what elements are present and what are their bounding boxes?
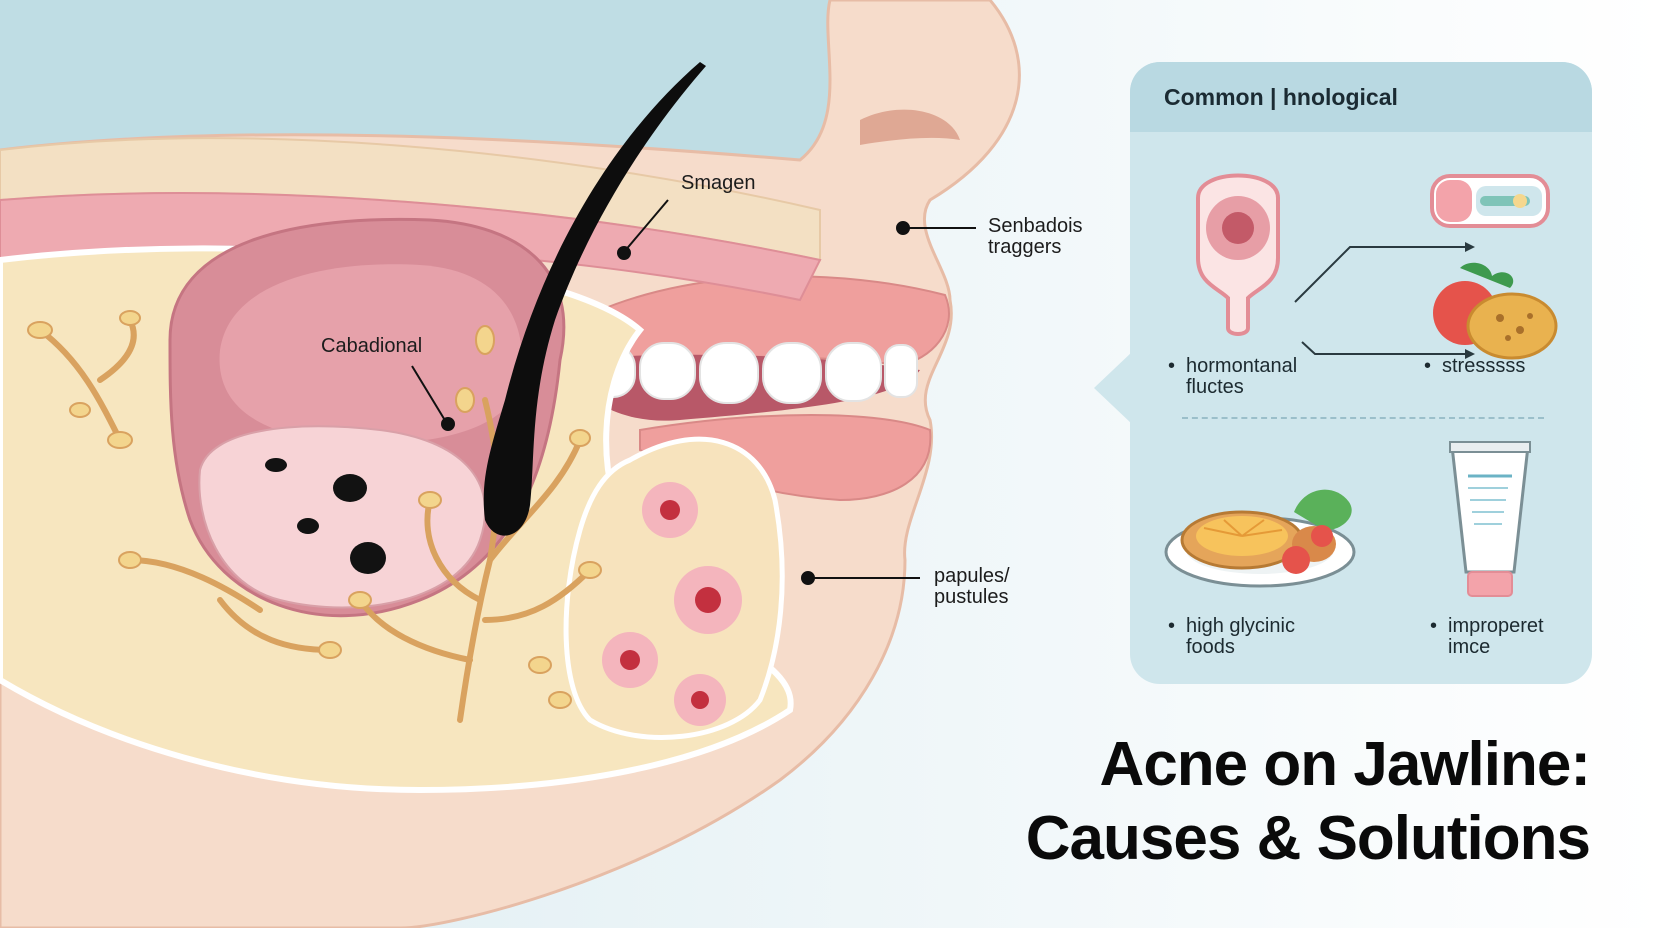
panel-header: Common | hnological [1130, 62, 1592, 132]
label-triggers: Senbadois traggers [988, 215, 1083, 258]
leader-lines [411, 199, 976, 585]
tube-icon [1449, 441, 1531, 597]
cause-item-hormonal: • hormontanal fluctes [1168, 355, 1298, 398]
causes-panel: Common | hnological • hormontanal flucte… [1130, 62, 1592, 684]
food-icon [1433, 262, 1558, 360]
nostril [860, 109, 960, 145]
cause-item-stress: • stresssss [1424, 355, 1526, 377]
label-gland: Cabadional [321, 335, 423, 357]
nerve-branches [37, 317, 593, 723]
hormone-icon [1196, 173, 1280, 336]
pustules [602, 482, 742, 726]
page-title: Acne on Jawline: Causes & Solutions [1025, 728, 1591, 876]
hair-shaft [483, 62, 706, 536]
gland-nodes [27, 310, 602, 709]
page-title-line1: Acne on Jawline: [1099, 730, 1591, 799]
label-hair: Smagen [681, 172, 756, 194]
cause-item-improper: • improperet imce [1430, 615, 1544, 658]
pore [198, 425, 486, 609]
blackheads [265, 458, 386, 574]
cause-item-foods: • high glycinic foods [1168, 615, 1295, 658]
cause-arrows [1294, 242, 1475, 359]
pill-icon [1430, 174, 1550, 228]
label-papules: papules/ pustules [934, 565, 1010, 608]
plate-icon [1164, 489, 1356, 588]
panel-divider [1182, 417, 1544, 419]
page-title-line2: Causes & Solutions [1025, 804, 1591, 873]
gland-inner [219, 264, 522, 444]
panel-pointer [1094, 352, 1132, 424]
panel-title: Common | hnological [1164, 83, 1398, 110]
